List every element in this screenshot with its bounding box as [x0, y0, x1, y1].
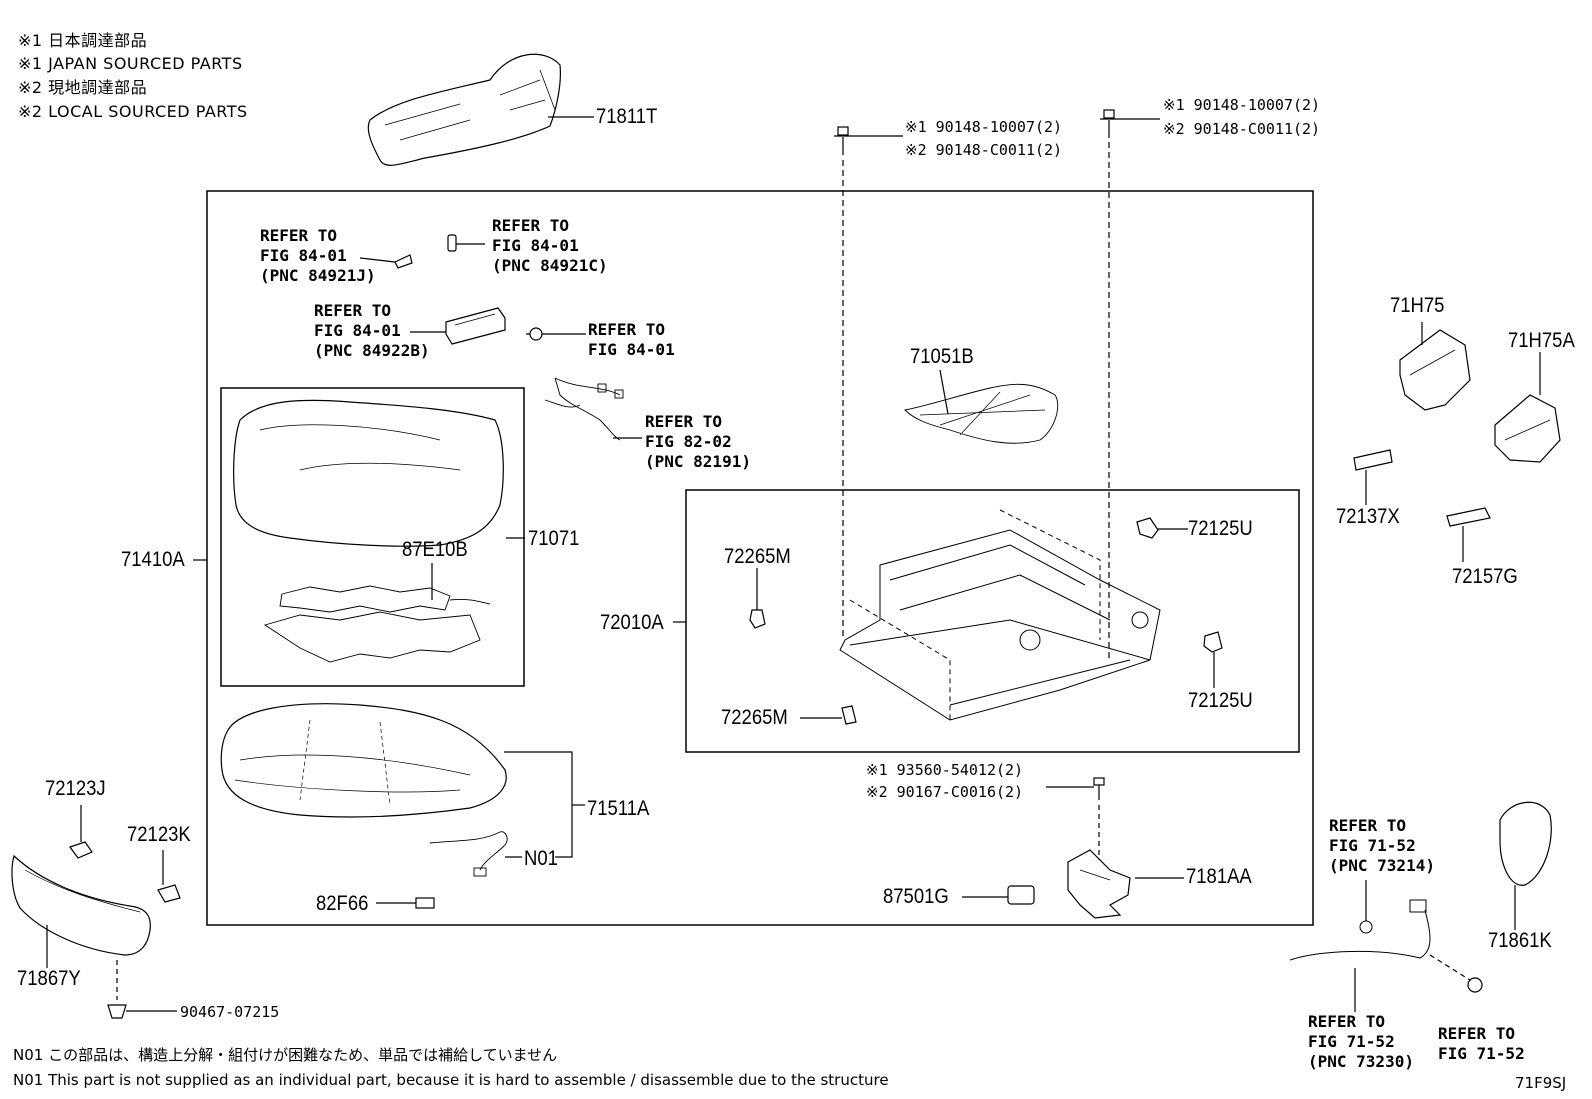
label-72125U-top[interactable]: 72125U — [1188, 517, 1253, 540]
clip-90467-part — [107, 1004, 127, 1019]
cover-72157G-part — [1446, 507, 1491, 527]
bracket-7181AA-part — [1067, 849, 1131, 919]
connector-82F66-part — [415, 897, 435, 909]
seat-adjuster-frame — [685, 489, 1300, 753]
cover-71H75-part — [1399, 329, 1471, 411]
screw-93560-part — [1093, 777, 1105, 800]
refer-to-73230[interactable]: REFER TO FIG 71-52 (PNC 73230) — [1308, 1012, 1414, 1071]
clip-7152-part — [1467, 977, 1483, 993]
bolt-right-part — [1100, 109, 1118, 138]
heater-mat-87E10B-part — [263, 585, 491, 663]
clip-72123J-part — [69, 841, 93, 859]
label-72265M-top[interactable]: 72265M — [724, 545, 791, 568]
label-bolt-left-2[interactable]: ※2 90148-C0011(2) — [905, 141, 1063, 159]
label-90467-07215[interactable]: 90467-07215 — [180, 1003, 280, 1021]
refer-to-84921J[interactable]: REFER TO FIG 84-01 (PNC 84921J) — [260, 226, 376, 285]
label-71410A[interactable]: 71410A — [121, 548, 185, 571]
side-cover-71867Y-part — [11, 854, 151, 956]
label-72010A[interactable]: 72010A — [600, 611, 664, 634]
label-7181AA[interactable]: 7181AA — [1186, 865, 1252, 888]
clip-72125U-top-part — [1136, 517, 1159, 539]
label-82F66[interactable]: 82F66 — [316, 892, 369, 915]
label-71511A[interactable]: 71511A — [587, 797, 650, 820]
note-local-sourced-en: ※2 LOCAL SOURCED PARTS — [18, 102, 248, 121]
clip-84-01-part — [526, 327, 543, 341]
harness-N01-part — [429, 831, 508, 877]
refer-to-82191[interactable]: REFER TO FIG 82-02 (PNC 82191) — [645, 412, 751, 471]
label-bolt-right-1[interactable]: ※1 90148-10007(2) — [1163, 96, 1321, 114]
refer-to-73214[interactable]: REFER TO FIG 71-52 (PNC 73214) — [1329, 816, 1435, 875]
label-N01[interactable]: N01 — [524, 847, 558, 870]
cushion-subassembly-frame — [220, 387, 525, 687]
clip-72265M-bottom-part — [841, 705, 857, 725]
cushion-pad-71071-part — [233, 399, 504, 547]
label-72137X[interactable]: 72137X — [1336, 505, 1400, 528]
cover-71H75A-part — [1494, 394, 1561, 463]
refer-to-84-01[interactable]: REFER TO FIG 84-01 — [588, 320, 675, 359]
label-72125U-bottom[interactable]: 72125U — [1188, 689, 1253, 712]
connector-84921C-part — [447, 234, 457, 252]
footer-note-jp: N01 この部品は、構造上分解・組付けが困難なため、単品では補給していません — [13, 1046, 558, 1064]
ecu-87501G-part — [1007, 885, 1035, 905]
label-screw-1[interactable]: ※1 93560-54012(2) — [866, 761, 1024, 779]
bolt-left-part — [834, 126, 852, 155]
label-71071[interactable]: 71071 — [528, 527, 580, 550]
clip-72125U-bottom-part — [1203, 631, 1223, 653]
label-71051B[interactable]: 71051B — [910, 345, 974, 368]
refer-to-71-52[interactable]: REFER TO FIG 71-52 — [1438, 1024, 1525, 1063]
connector-84921J-part — [394, 254, 413, 269]
footer-note-en: N01 This part is not supplied as an indi… — [13, 1071, 889, 1089]
note-local-sourced-jp: ※2 現地調達部品 — [18, 78, 148, 97]
seat-adjuster-72010A-part — [839, 509, 1161, 721]
label-71861K[interactable]: 71861K — [1488, 929, 1552, 952]
note-japan-sourced-en: ※1 JAPAN SOURCED PARTS — [18, 54, 243, 73]
label-bolt-left-1[interactable]: ※1 90148-10007(2) — [905, 118, 1063, 136]
label-72123K[interactable]: 72123K — [127, 823, 191, 846]
label-87501G[interactable]: 87501G — [883, 885, 949, 908]
note-japan-sourced-jp: ※1 日本調達部品 — [18, 31, 148, 50]
label-87E10B[interactable]: 87E10B — [402, 538, 468, 561]
label-72157G[interactable]: 72157G — [1452, 565, 1518, 588]
label-71H75[interactable]: 71H75 — [1390, 294, 1445, 317]
refer-to-84922B[interactable]: REFER TO FIG 84-01 (PNC 84922B) — [314, 301, 430, 360]
clip-72123K-part — [157, 884, 181, 903]
label-screw-2[interactable]: ※2 90167-C0016(2) — [866, 783, 1024, 801]
main-assembly-frame — [206, 190, 1314, 926]
wire-harness-82191-part — [544, 377, 624, 441]
seatback-board-71811T-part — [367, 53, 561, 166]
cover-72137X-part — [1353, 449, 1393, 471]
harness-73230-part — [1289, 899, 1431, 961]
label-bolt-right-2[interactable]: ※2 90148-C0011(2) — [1163, 120, 1321, 138]
knob-71861K-part — [1499, 801, 1552, 886]
clip-72265M-top-part — [749, 609, 766, 629]
wire-71051B-part — [904, 383, 1059, 444]
label-71867Y[interactable]: 71867Y — [17, 967, 81, 990]
refer-to-84921C[interactable]: REFER TO FIG 84-01 (PNC 84921C) — [492, 216, 608, 275]
label-72123J[interactable]: 72123J — [45, 777, 106, 800]
label-71811T[interactable]: 71811T — [596, 105, 658, 128]
label-71H75A[interactable]: 71H75A — [1508, 329, 1575, 352]
label-72265M-bottom[interactable]: 72265M — [721, 706, 788, 729]
module-84922B-part — [445, 307, 506, 345]
cushion-cover-71511A-part — [220, 703, 507, 818]
figure-code: 71F9SJ — [1515, 1074, 1567, 1092]
